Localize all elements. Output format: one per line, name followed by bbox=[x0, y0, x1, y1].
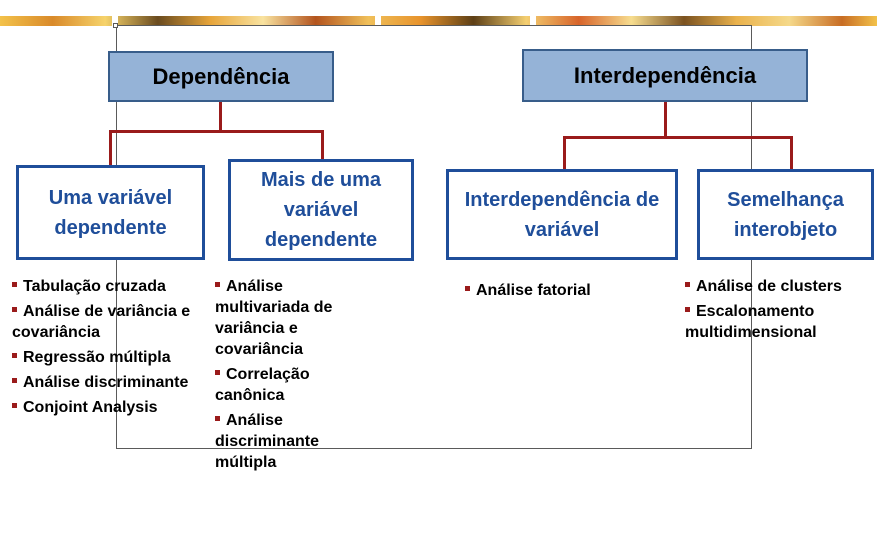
list-item: Regressão múltipla bbox=[12, 347, 212, 368]
banner-divider bbox=[375, 16, 381, 26]
bullet-icon bbox=[12, 282, 17, 288]
connector-line bbox=[664, 101, 667, 138]
connector-line bbox=[109, 130, 112, 166]
list-item: Análise discriminante múltipla bbox=[215, 412, 320, 471]
connector-line bbox=[109, 130, 324, 133]
list-item: Análise de variância e covariância bbox=[12, 303, 191, 341]
category-interdependencia-variavel: Interdependência de variável bbox=[446, 169, 678, 260]
list-item: Tabulação cruzada bbox=[12, 276, 212, 297]
bullet-icon bbox=[12, 403, 17, 409]
technique-list-mais-de-uma: Análise multivariada de variância e cova… bbox=[215, 276, 380, 477]
bullet-icon bbox=[12, 378, 17, 384]
connector-line bbox=[219, 101, 222, 131]
list-item: Análise discriminante bbox=[12, 372, 212, 393]
connector-line bbox=[790, 136, 793, 170]
category-label: Mais de uma variável dependente bbox=[260, 169, 382, 251]
list-item: Correlação canônica bbox=[215, 366, 310, 404]
technique-list-uma-variavel: Tabulação cruzada Análise de variância e… bbox=[12, 276, 212, 422]
resize-handle[interactable] bbox=[113, 23, 118, 28]
category-label: Semelhança interobjeto bbox=[727, 188, 844, 241]
bullet-icon bbox=[12, 353, 17, 359]
bullet-icon bbox=[215, 416, 220, 422]
banner-divider bbox=[112, 16, 118, 26]
category-label: Interdependência de variável bbox=[464, 188, 660, 241]
decorative-banner bbox=[0, 16, 877, 26]
category-uma-variavel: Uma variável dependente bbox=[16, 165, 205, 260]
bullet-icon bbox=[685, 282, 690, 288]
bullet-icon bbox=[12, 307, 17, 313]
bullet-icon bbox=[685, 307, 690, 313]
list-item: Conjoint Analysis bbox=[12, 397, 212, 418]
category-label: Uma variável dependente bbox=[48, 186, 173, 239]
category-semelhanca: Semelhança interobjeto bbox=[697, 169, 874, 260]
connector-line bbox=[321, 130, 324, 160]
list-item: Análise fatorial bbox=[465, 280, 665, 301]
connector-line bbox=[563, 136, 793, 139]
category-mais-de-uma: Mais de uma variável dependente bbox=[228, 159, 414, 261]
interdependencia-header: Interdependência bbox=[522, 49, 808, 102]
banner-divider bbox=[530, 16, 536, 26]
list-item: Análise de clusters bbox=[685, 276, 860, 297]
list-item: Escalonamento multidimensional bbox=[685, 303, 817, 341]
list-item: Análise multivariada de variância e cova… bbox=[215, 278, 333, 358]
bullet-icon bbox=[215, 370, 220, 376]
connector-line bbox=[563, 136, 566, 170]
technique-list-interdependencia: Análise fatorial bbox=[465, 280, 665, 305]
dependencia-header: Dependência bbox=[108, 51, 334, 102]
bullet-icon bbox=[215, 282, 220, 288]
technique-list-semelhanca: Análise de clusters Escalonamento multid… bbox=[685, 276, 860, 347]
bullet-icon bbox=[465, 286, 470, 292]
